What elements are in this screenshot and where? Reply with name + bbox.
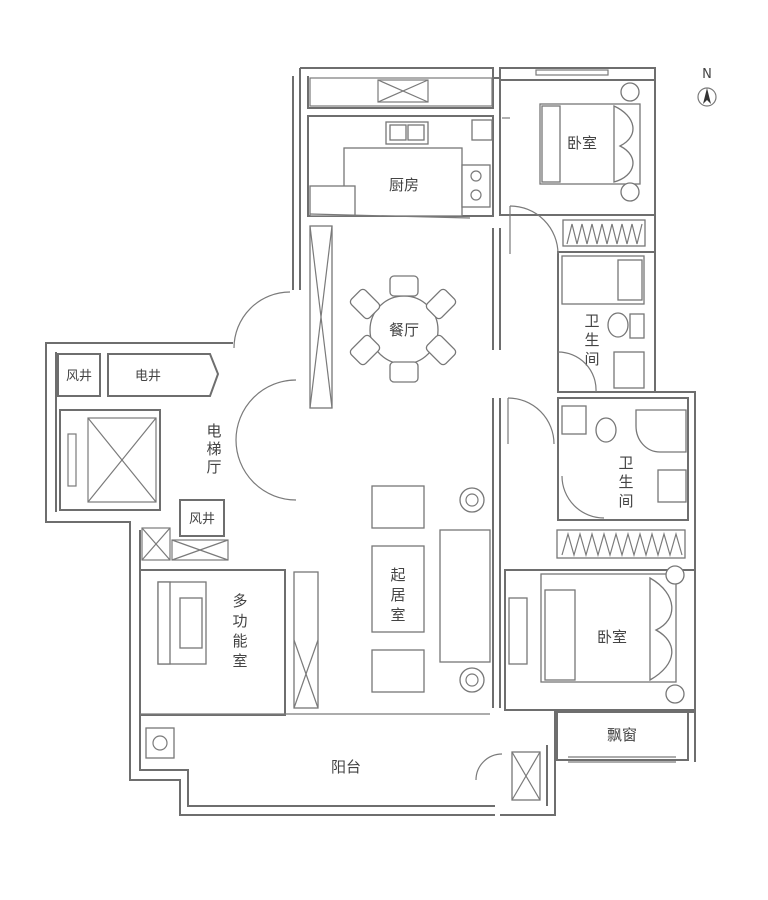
- electric-shaft-label: 电井: [135, 369, 161, 384]
- living-area: 起 居 室: [293, 485, 491, 709]
- dining-area: 餐厅: [309, 225, 457, 409]
- dining-label: 餐厅: [389, 321, 419, 339]
- kitchen-label: 厨房: [389, 176, 419, 194]
- living-char-2: 居: [390, 586, 405, 604]
- elevator-hall-char-1: 电: [206, 422, 221, 440]
- living-char-1: 起: [390, 566, 405, 584]
- multi-char-2: 功: [232, 612, 247, 630]
- bedroom-north-label: 卧室: [567, 134, 597, 152]
- bath-mid-char-2: 生: [618, 473, 633, 491]
- elevator-hall-char-3: 厅: [206, 458, 221, 476]
- living-char-3: 室: [390, 606, 405, 624]
- west-wing: 风井 电井 电 梯 厅 风井: [57, 353, 229, 561]
- kitchen: 厨房: [307, 115, 494, 219]
- multi-char-1: 多: [232, 592, 247, 610]
- multifunction-room: 多 功 能 室: [139, 569, 286, 716]
- bathroom-mid: 卫 生 间: [557, 397, 689, 521]
- compass-north-label: N: [702, 67, 712, 82]
- bathroom-north: 卫 生 间: [557, 251, 656, 393]
- elevator-hall-char-2: 梯: [206, 440, 221, 458]
- balcony: 阳台: [145, 727, 541, 801]
- bedroom-south: 卧室 飘窗: [504, 565, 696, 744]
- bath-north-char-1: 卫: [584, 312, 599, 330]
- bay-window-label: 飘窗: [607, 726, 637, 744]
- bath-mid-char-3: 间: [618, 492, 633, 510]
- bath-north-char-3: 间: [584, 350, 599, 368]
- air-shaft-mid-label: 风井: [189, 512, 215, 527]
- multi-char-4: 室: [232, 652, 247, 670]
- bath-mid-char-1: 卫: [618, 454, 633, 472]
- bedroom-south-label: 卧室: [597, 628, 627, 646]
- compass-icon: N: [697, 67, 717, 107]
- balcony-label: 阳台: [331, 758, 361, 776]
- bedroom-north: 卧室: [499, 79, 656, 247]
- air-shaft-top-label: 风井: [66, 369, 92, 384]
- bath-north-char-2: 生: [584, 331, 599, 349]
- multi-char-3: 能: [232, 632, 247, 650]
